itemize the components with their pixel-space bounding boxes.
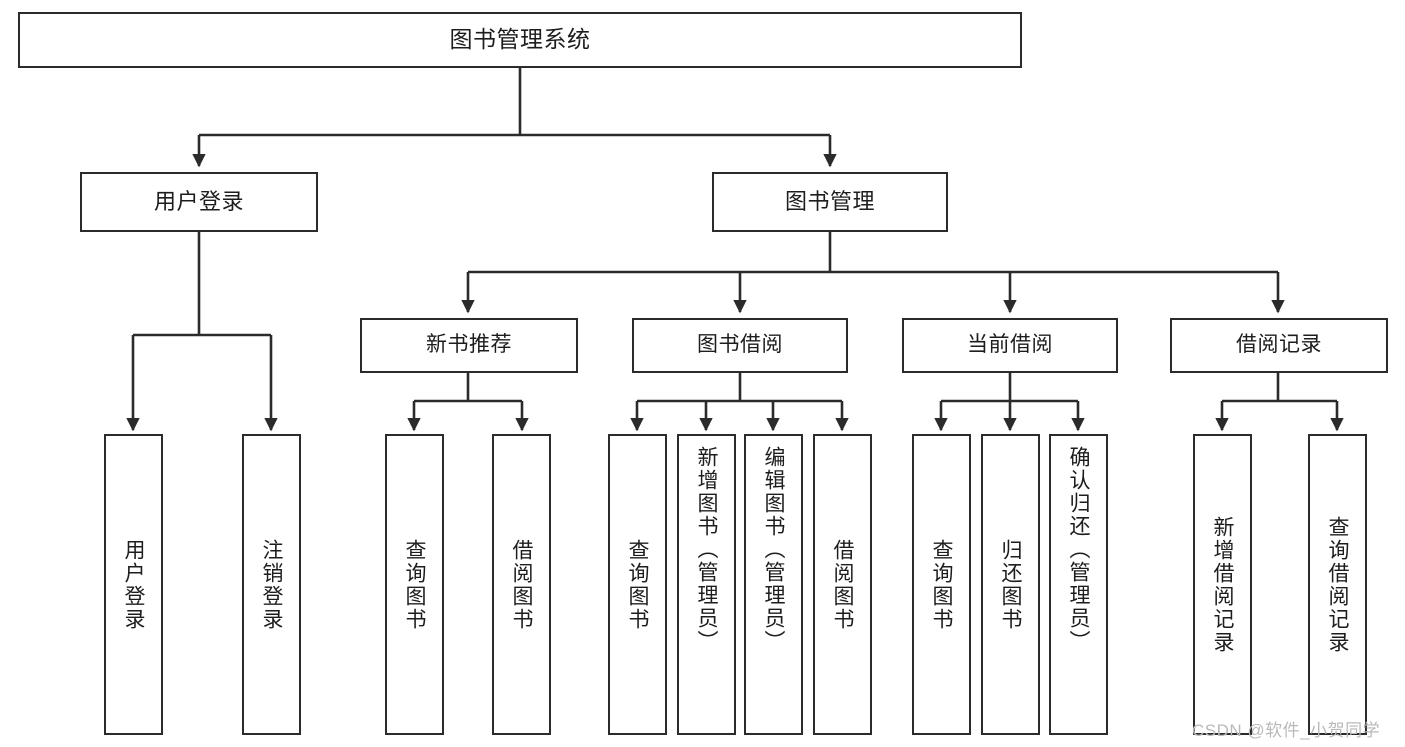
node-user-login-label: 用户登录 xyxy=(153,189,244,215)
node-book-borrow-label: 图书借阅 xyxy=(697,333,783,357)
leaf-confirm-return[interactable]: 确认归还（管理员） xyxy=(1049,434,1108,735)
leaf-query-book-3[interactable]: 查询图书 xyxy=(912,434,971,735)
node-current-borrow-label: 当前借阅 xyxy=(967,333,1053,357)
leaf-query-book-1[interactable]: 查询图书 xyxy=(385,434,444,735)
leaf-return-book[interactable]: 归还图书 xyxy=(981,434,1040,735)
leaf-query-book-1-label: 查询图书 xyxy=(403,538,426,631)
node-root-label: 图书管理系统 xyxy=(449,26,591,53)
leaf-query-record[interactable]: 查询借阅记录 xyxy=(1308,434,1367,735)
node-new-book-recommend-label: 新书推荐 xyxy=(426,333,512,357)
leaf-logout-login[interactable]: 注销登录 xyxy=(242,434,301,735)
node-book-borrow[interactable]: 图书借阅 xyxy=(632,318,848,373)
node-borrow-record-label: 借阅记录 xyxy=(1236,333,1322,357)
csdn-watermark: CSDN @软件_小贺同学 xyxy=(1192,721,1381,740)
node-current-borrow[interactable]: 当前借阅 xyxy=(902,318,1118,373)
leaf-user-login[interactable]: 用户登录 xyxy=(104,434,163,735)
node-book-manage[interactable]: 图书管理 xyxy=(712,172,948,232)
leaf-edit-book-label: 编辑图书（管理员） xyxy=(762,446,785,653)
leaf-add-book[interactable]: 新增图书（管理员） xyxy=(677,434,736,735)
node-user-login[interactable]: 用户登录 xyxy=(80,172,318,232)
leaf-query-book-2-label: 查询图书 xyxy=(626,538,649,631)
node-borrow-record[interactable]: 借阅记录 xyxy=(1170,318,1388,373)
leaf-borrow-book-1-label: 借阅图书 xyxy=(510,538,533,631)
leaf-query-book-2[interactable]: 查询图书 xyxy=(608,434,667,735)
node-root[interactable]: 图书管理系统 xyxy=(18,12,1022,68)
node-new-book-recommend[interactable]: 新书推荐 xyxy=(360,318,578,373)
leaf-add-book-label: 新增图书（管理员） xyxy=(695,446,718,653)
leaf-query-book-3-label: 查询图书 xyxy=(930,538,953,631)
leaf-query-record-label: 查询借阅记录 xyxy=(1326,515,1349,654)
leaf-add-record[interactable]: 新增借阅记录 xyxy=(1193,434,1252,735)
leaf-return-book-label: 归还图书 xyxy=(999,538,1022,631)
leaf-user-login-label: 用户登录 xyxy=(122,538,145,631)
leaf-edit-book[interactable]: 编辑图书（管理员） xyxy=(744,434,803,735)
leaf-borrow-book-1[interactable]: 借阅图书 xyxy=(492,434,551,735)
leaf-confirm-return-label: 确认归还（管理员） xyxy=(1067,446,1090,653)
leaf-add-record-label: 新增借阅记录 xyxy=(1211,515,1234,654)
leaf-borrow-book-2[interactable]: 借阅图书 xyxy=(813,434,872,735)
node-book-manage-label: 图书管理 xyxy=(784,189,875,215)
leaf-logout-login-label: 注销登录 xyxy=(260,538,283,631)
leaf-borrow-book-2-label: 借阅图书 xyxy=(831,538,854,631)
